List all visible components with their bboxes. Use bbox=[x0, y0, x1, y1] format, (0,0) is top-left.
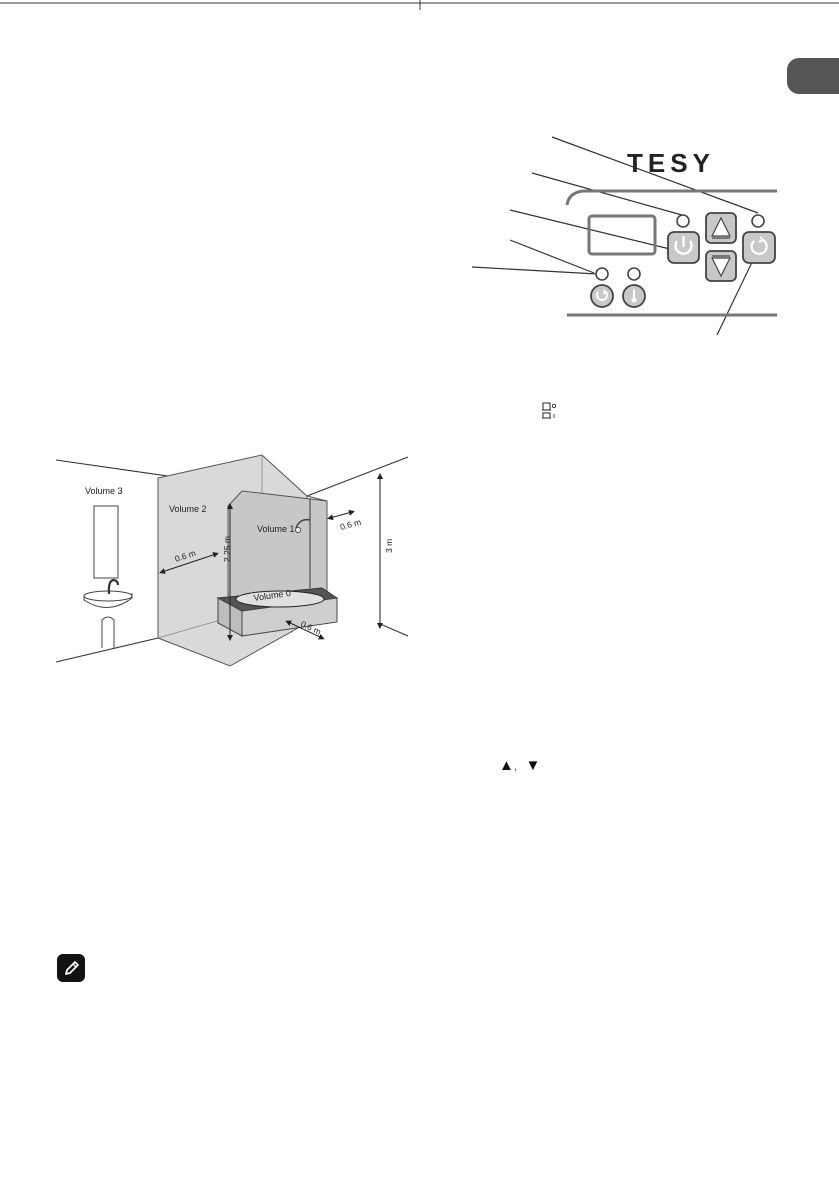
basin-pedestal bbox=[101, 616, 115, 648]
dim-arrow-side bbox=[159, 552, 219, 574]
volume-0-basin bbox=[235, 590, 325, 608]
panel-top-edge bbox=[565, 189, 777, 206]
leader-line bbox=[551, 136, 759, 214]
arrow-keys-symbols: ▲, ▼ bbox=[499, 758, 540, 774]
eco-button[interactable] bbox=[590, 284, 614, 308]
note-pencil-icon bbox=[57, 954, 85, 982]
control-panel-diagram: TESY bbox=[472, 136, 777, 336]
floor-line bbox=[377, 622, 409, 637]
down-arrow-icon bbox=[711, 255, 731, 278]
eco-icon bbox=[596, 289, 608, 301]
temperature-button[interactable] bbox=[622, 284, 646, 308]
mode-symbol-icon bbox=[542, 402, 556, 419]
floor-line bbox=[55, 637, 159, 663]
mirror-icon bbox=[93, 505, 119, 579]
down-button[interactable] bbox=[705, 250, 737, 282]
label-volume-2: Volume 2 bbox=[169, 504, 207, 514]
volume-1-zone bbox=[227, 490, 328, 599]
led-power bbox=[676, 214, 690, 228]
shower-head-icon bbox=[295, 518, 311, 529]
up-arrow-icon bbox=[711, 216, 731, 239]
brand-logo: TESY bbox=[627, 148, 715, 178]
led-eco bbox=[595, 267, 609, 281]
display-window bbox=[587, 214, 657, 256]
led-timer bbox=[751, 214, 765, 228]
dim-arrow-back bbox=[327, 509, 355, 521]
timer-icon bbox=[750, 236, 768, 256]
leader-line bbox=[472, 266, 598, 275]
power-icon bbox=[674, 236, 693, 255]
crop-mark bbox=[0, 0, 839, 10]
language-tab bbox=[787, 58, 839, 94]
bathroom-zones-diagram: Volume 3 Volume 2 Volume 1 Volume 0 0.6 … bbox=[55, 454, 409, 667]
comma: , bbox=[513, 759, 518, 773]
label-dist-back: 0.6 m bbox=[339, 517, 362, 532]
label-volume-1: Volume 1 bbox=[257, 524, 295, 534]
faucet-icon bbox=[107, 578, 120, 595]
leader-line bbox=[509, 239, 595, 274]
label-height-3m: 3 m bbox=[384, 539, 394, 553]
ceiling-line bbox=[306, 456, 409, 497]
power-button[interactable] bbox=[667, 231, 700, 264]
up-triangle-icon: ▲ bbox=[499, 757, 514, 774]
up-button[interactable] bbox=[705, 212, 737, 244]
thermometer-icon bbox=[631, 289, 637, 303]
timer-button[interactable] bbox=[742, 231, 776, 264]
down-triangle-icon: ▼ bbox=[525, 757, 541, 774]
leader-line bbox=[716, 255, 756, 336]
led-temp bbox=[627, 267, 641, 281]
label-volume-3: Volume 3 bbox=[85, 486, 123, 496]
label-height-225: 2.25 m bbox=[222, 536, 232, 562]
dim-arrow-front bbox=[285, 620, 325, 640]
leader-line bbox=[531, 172, 683, 216]
